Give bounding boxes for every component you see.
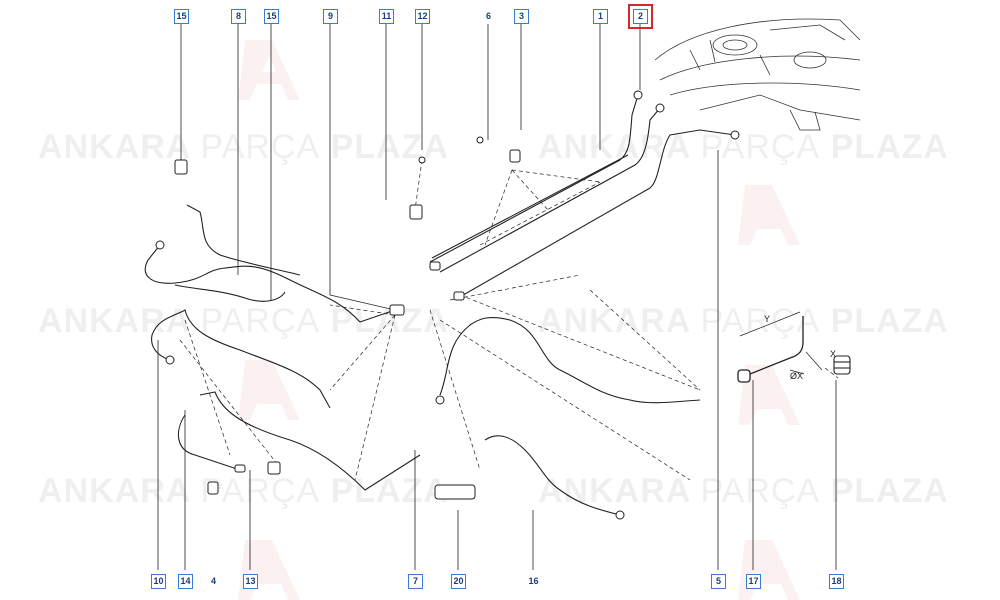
watermark-row: ANKARA PARÇA PLAZA bbox=[38, 128, 449, 166]
watermark-row: ANKARA PARÇA PLAZA bbox=[38, 302, 449, 340]
watermark-row: ANKARA PARÇA PLAZA bbox=[538, 302, 949, 340]
callout-18[interactable]: 18 bbox=[829, 574, 844, 589]
callout-14[interactable]: 14 bbox=[178, 574, 193, 589]
left-pipe-runs bbox=[144, 204, 396, 323]
callout-4[interactable]: 4 bbox=[206, 574, 221, 589]
leader-lines bbox=[157, 24, 837, 570]
callout-13[interactable]: 13 bbox=[243, 574, 258, 589]
watermark-row: ANKARA PARÇA PLAZA bbox=[538, 128, 949, 166]
dimension-x-label: X bbox=[830, 349, 837, 359]
main-pipes bbox=[429, 94, 736, 299]
callout-6[interactable]: 6 bbox=[481, 9, 496, 24]
dimension-y-label: Y bbox=[764, 314, 771, 324]
part-18-fitting bbox=[833, 355, 851, 375]
callout-20[interactable]: 20 bbox=[451, 574, 466, 589]
watermark-row: ANKARA PARÇA PLAZA bbox=[538, 472, 949, 510]
callout-11[interactable]: 11 bbox=[379, 9, 394, 24]
part-17-bent-pipe bbox=[737, 311, 823, 383]
callout-17[interactable]: 17 bbox=[746, 574, 761, 589]
watermark-logos bbox=[238, 40, 800, 600]
callout-5[interactable]: 5 bbox=[711, 574, 726, 589]
callout-2-highlighted[interactable]: 2 bbox=[628, 4, 653, 29]
callout-1[interactable]: 1 bbox=[593, 9, 608, 24]
callout-7[interactable]: 7 bbox=[408, 574, 423, 589]
callout-15[interactable]: 15 bbox=[174, 9, 189, 24]
fittings bbox=[155, 90, 740, 520]
watermark-row: ANKARA PARÇA PLAZA bbox=[38, 472, 449, 510]
callout-9[interactable]: 9 bbox=[323, 9, 338, 24]
callout-12[interactable]: 12 bbox=[415, 9, 430, 24]
callout-15[interactable]: 15 bbox=[264, 9, 279, 24]
callout-10[interactable]: 10 bbox=[151, 574, 166, 589]
lower-left-pipes bbox=[151, 309, 421, 491]
callout-3[interactable]: 3 bbox=[514, 9, 529, 24]
callout-16[interactable]: 16 bbox=[526, 574, 541, 589]
center-floor-pipe bbox=[439, 316, 701, 516]
dimension-diameter-label: ØX bbox=[790, 371, 804, 381]
vehicle-body-outline bbox=[654, 18, 861, 131]
callout-8[interactable]: 8 bbox=[231, 9, 246, 24]
